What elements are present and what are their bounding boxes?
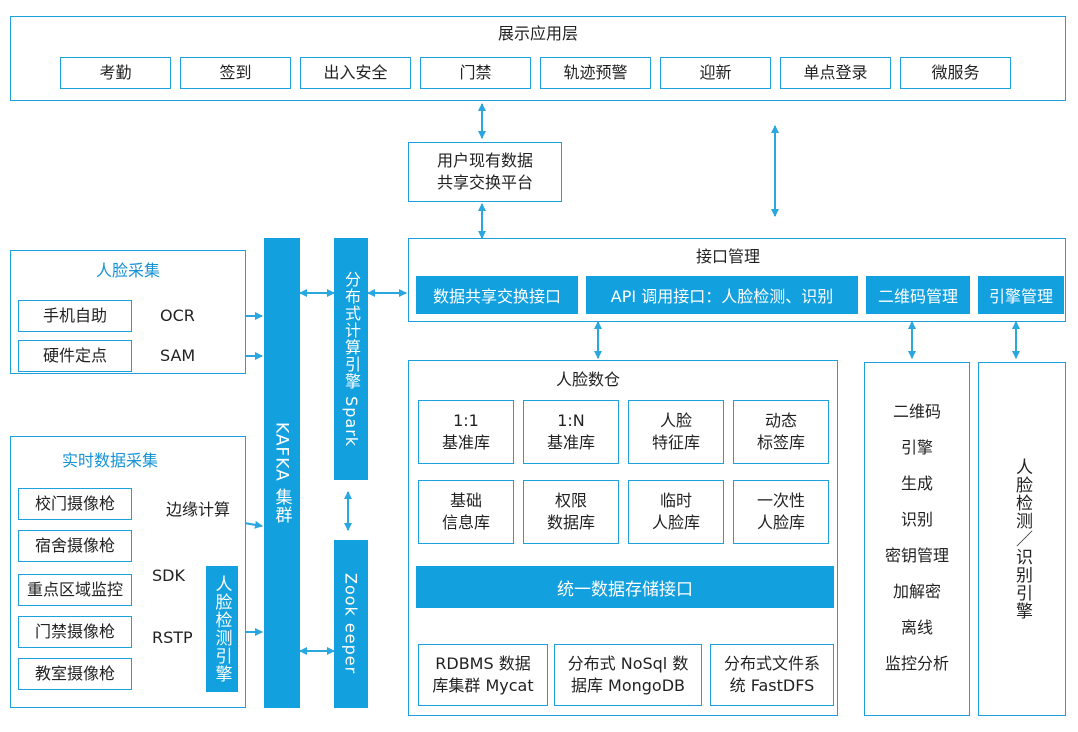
warehouse-cell-one-time-face: 一次性 人脸库 bbox=[733, 480, 829, 544]
data-sharing-interface: 数据共享交换接口 bbox=[416, 276, 578, 314]
interface-management-title: 接口管理 bbox=[695, 247, 760, 266]
warehouse-cell-temporary-face: 临时 人脸库 bbox=[628, 480, 724, 544]
realtime-capture-title: 实时数据采集 bbox=[61, 451, 158, 470]
qr-engine-item: 生成 bbox=[900, 474, 933, 493]
presentation-item-sign-in: 签到 bbox=[180, 57, 291, 89]
warehouse-cell-1-1-base: 1:1 基准库 bbox=[418, 400, 514, 464]
warehouse-cell-permission: 权限 数据库 bbox=[523, 480, 619, 544]
warehouse-cell-1-n-base: 1:N 基准库 bbox=[523, 400, 619, 464]
qr-code-engine bbox=[864, 362, 970, 716]
qr-engine-functions: 二维码引擎生成识别密钥管理加解密离线监控分析 bbox=[864, 394, 970, 682]
face-recognition-engine-panel bbox=[978, 362, 1066, 716]
label-sam: SAM bbox=[160, 346, 196, 365]
face-capture-title: 人脸采集 bbox=[95, 261, 160, 280]
camera-key-area: 重点区域监控 bbox=[18, 574, 132, 606]
camera-dormitory: 宿舍摄像枪 bbox=[18, 530, 132, 562]
camera-classroom: 教室摄像枪 bbox=[18, 658, 132, 690]
presentation-item-attendance: 考勤 bbox=[60, 57, 171, 89]
presentation-item-freshman: 迎新 bbox=[660, 57, 771, 89]
qr-engine-item: 密钥管理 bbox=[884, 546, 949, 565]
face-detect-engine: 人脸检测引擎 bbox=[206, 566, 238, 692]
qr-engine-item: 离线 bbox=[900, 618, 933, 637]
qr-code-management: 二维码管理 bbox=[866, 276, 970, 314]
face-capture-mobile: 手机自助 bbox=[18, 300, 132, 332]
kafka-cluster: KAFKA 集群 bbox=[264, 238, 300, 708]
presentation-item-track-warning: 轨迹预警 bbox=[540, 57, 651, 89]
presentation-title: 展示应用层 bbox=[497, 24, 578, 43]
zookeeper: Zook eeper bbox=[334, 540, 368, 708]
face-recognition-engine: 人脸检测／识别引擎 bbox=[1012, 458, 1032, 620]
presentation-item-microservice: 微服务 bbox=[900, 57, 1011, 89]
warehouse-cell-basic-info: 基础 信息库 bbox=[418, 480, 514, 544]
label-edge-computing: 边缘计算 bbox=[166, 500, 231, 519]
camera-campus-gate: 校门摄像枪 bbox=[18, 488, 132, 520]
store-rdbms: RDBMS 数据 库集群 Mycat bbox=[418, 644, 548, 706]
store-mongodb: 分布式 NoSql 数 据库 MongoDB bbox=[554, 644, 702, 706]
qr-engine-item: 二维码 bbox=[892, 402, 941, 421]
presentation-item-access-control: 门禁 bbox=[420, 57, 531, 89]
qr-engine-item: 监控分析 bbox=[884, 654, 949, 673]
exchange-platform: 用户现有数据 共享交换平台 bbox=[408, 142, 562, 202]
warehouse-cell-dynamic-tag: 动态 标签库 bbox=[733, 400, 829, 464]
camera-access-control: 门禁摄像枪 bbox=[18, 616, 132, 648]
warehouse-cell-face-feature: 人脸 特征库 bbox=[628, 400, 724, 464]
face-capture-hardware: 硬件定点 bbox=[18, 340, 132, 372]
qr-engine-item: 加解密 bbox=[892, 582, 941, 601]
label-sdk: SDK bbox=[152, 566, 185, 585]
api-interface: API 调用接口：人脸检测、识别 bbox=[586, 276, 858, 314]
qr-engine-item: 引擎 bbox=[900, 438, 933, 457]
store-fastdfs: 分布式文件系 统 FastDFS bbox=[710, 644, 834, 706]
qr-engine-item: 识别 bbox=[900, 510, 933, 529]
spark-engine: 分布式计算引擎 Spark bbox=[334, 238, 368, 480]
face-warehouse-title: 人脸数仓 bbox=[556, 370, 621, 389]
unified-storage-interface: 统一数据存储接口 bbox=[416, 566, 834, 608]
presentation-item-single-sign-on: 单点登录 bbox=[780, 57, 891, 89]
label-rstp: RSTP bbox=[152, 628, 193, 647]
presentation-item-entry-security: 出入安全 bbox=[300, 57, 411, 89]
engine-management: 引擎管理 bbox=[978, 276, 1064, 314]
label-ocr: OCR bbox=[160, 306, 195, 325]
